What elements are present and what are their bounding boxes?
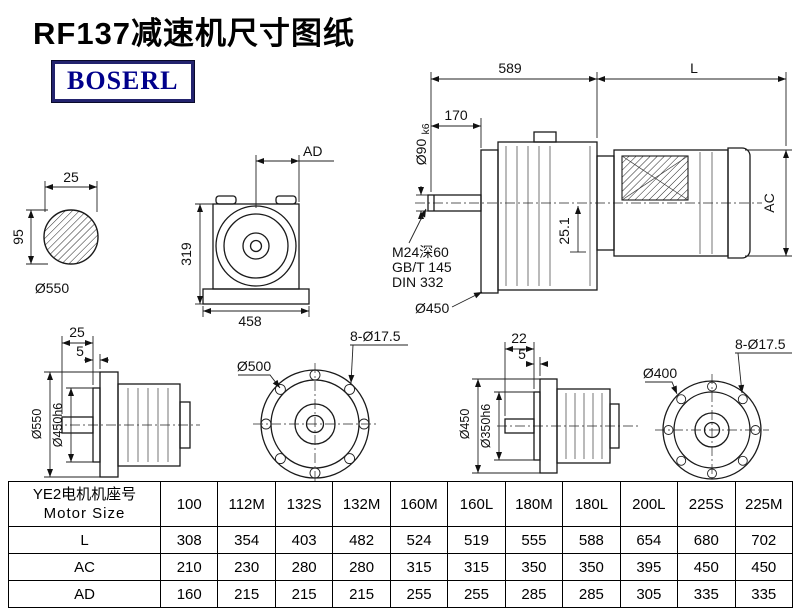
value-cell: 210 xyxy=(159,553,219,581)
dim-spigot-dia-a: Ø450h6 xyxy=(51,403,65,448)
output-side-view-a: 25 5 Ø550 Ø450h6 xyxy=(30,324,200,478)
value-cell: 680 xyxy=(677,526,736,554)
size-cell: 225S xyxy=(677,481,736,527)
size-cell: 180M xyxy=(504,481,564,527)
value-cell: 315 xyxy=(447,553,506,581)
value-cell: 350 xyxy=(562,553,621,581)
size-cell: 100 xyxy=(159,481,219,527)
dim-key-width: 25 xyxy=(63,169,79,185)
reducer-front-view: AD 319 458 xyxy=(178,143,334,329)
technical-drawing-canvas: 25 95 Ø550 AD xyxy=(10,60,792,482)
dim-spigot-dia-b: Ø350h6 xyxy=(479,404,493,449)
dim-holes-b: 8-Ø17.5 xyxy=(735,336,786,352)
value-cell: 354 xyxy=(217,526,276,554)
dim-section-outer-dia: Ø550 xyxy=(35,280,69,296)
value-cell: 230 xyxy=(217,553,276,581)
dim-assembly-flange-dia: Ø450 xyxy=(415,300,449,316)
dim-shaft-fit: k6 xyxy=(420,123,432,134)
shaft-section-view: 25 95 Ø550 xyxy=(10,169,99,296)
dim-shaft-ext-a: 25 xyxy=(69,324,85,340)
row-label: AD xyxy=(8,580,161,608)
flange-view-a: Ø500 8-Ø17.5 xyxy=(237,328,408,482)
dim-holes-a: 8-Ø17.5 xyxy=(350,328,401,344)
size-cell: 200L xyxy=(619,481,679,527)
value-cell: 255 xyxy=(389,580,449,608)
size-cell: 180L xyxy=(562,481,621,527)
dim-reducer-length: 589 xyxy=(498,60,522,76)
table-header-cn: YE2电机机座号 xyxy=(32,486,137,503)
note-std-gbt: GB/T 145 xyxy=(392,259,452,275)
value-cell: 702 xyxy=(734,526,794,554)
value-cell: 215 xyxy=(274,580,334,608)
table-row-ac: AC 210 230 280 280 315 315 350 350 395 4… xyxy=(8,553,794,581)
dim-section-height: 95 xyxy=(10,229,26,245)
size-cell: 160L xyxy=(447,481,506,527)
value-cell: 315 xyxy=(389,553,449,581)
value-cell: 285 xyxy=(562,580,621,608)
dim-front-height: 319 xyxy=(178,242,194,266)
dim-bolt-circle-b: Ø400 xyxy=(643,365,677,381)
value-cell: 403 xyxy=(274,526,334,554)
table-header-row: YE2电机机座号 Motor Size 100 112M 132S 132M 1… xyxy=(8,481,794,527)
dim-front-width: 458 xyxy=(238,313,262,329)
size-cell: 112M xyxy=(217,481,276,527)
dim-ad: AD xyxy=(303,143,322,159)
value-cell: 555 xyxy=(504,526,564,554)
value-cell: 285 xyxy=(504,580,564,608)
brand-logo-text: BOSERL xyxy=(67,66,179,95)
page-title: RF137减速机尺寸图纸 xyxy=(33,16,356,51)
value-cell: 395 xyxy=(619,553,679,581)
row-label: AC xyxy=(8,553,161,581)
table-row-ad: AD 160 215 215 215 255 255 285 285 305 3… xyxy=(8,580,794,608)
value-cell: 305 xyxy=(619,580,679,608)
dim-motor-length: L xyxy=(690,60,698,76)
value-cell: 308 xyxy=(159,526,219,554)
output-side-view-b: 22 5 Ø450 Ø350h6 xyxy=(458,330,640,474)
row-label: L xyxy=(8,526,161,554)
dim-flange-dia-b: Ø450 xyxy=(458,409,472,440)
dimension-table: YE2电机机座号 Motor Size 100 112M 132S 132M 1… xyxy=(8,481,794,608)
dim-shaft-ext-b: 22 xyxy=(511,330,527,346)
dim-bolt-circle-a: Ø500 xyxy=(237,358,271,374)
value-cell: 654 xyxy=(619,526,679,554)
table-header-cell: YE2电机机座号 Motor Size xyxy=(8,481,161,527)
size-cell: 132M xyxy=(332,481,391,527)
value-cell: 588 xyxy=(562,526,621,554)
value-cell: 350 xyxy=(504,553,564,581)
size-cell: 225M xyxy=(734,481,794,527)
value-cell: 280 xyxy=(274,553,334,581)
flange-view-b: Ø400 8-Ø17.5 xyxy=(643,336,792,482)
table-row-l: L 308 354 403 482 524 519 555 588 654 68… xyxy=(8,526,794,554)
shaft-section-circle xyxy=(43,209,99,265)
value-cell: 255 xyxy=(447,580,506,608)
value-cell: 482 xyxy=(332,526,391,554)
note-std-din: DIN 332 xyxy=(392,274,444,290)
note-tap: M24深60 xyxy=(392,244,449,260)
size-cell: 160M xyxy=(389,481,449,527)
dim-spigot-depth-b: 5 xyxy=(518,346,526,362)
dim-spigot-depth-a: 5 xyxy=(76,343,84,359)
dim-flange-dia-a: Ø550 xyxy=(30,409,44,440)
table-header-en: Motor Size xyxy=(43,505,126,522)
assembly-side-view: 589 L 170 Ø90 k6 25.1 AC M24深60 xyxy=(392,60,792,316)
dim-shaft-length: 170 xyxy=(444,107,468,123)
value-cell: 215 xyxy=(217,580,276,608)
value-cell: 280 xyxy=(332,553,391,581)
dim-shaft-dia: Ø90 xyxy=(413,139,429,166)
value-cell: 160 xyxy=(159,580,219,608)
dim-motor-dia: AC xyxy=(761,193,777,212)
value-cell: 519 xyxy=(447,526,506,554)
value-cell: 524 xyxy=(389,526,449,554)
dim-key-height: 25.1 xyxy=(556,217,572,244)
value-cell: 335 xyxy=(734,580,794,608)
value-cell: 450 xyxy=(677,553,736,581)
value-cell: 335 xyxy=(677,580,736,608)
size-cell: 132S xyxy=(274,481,334,527)
value-cell: 450 xyxy=(734,553,794,581)
brand-logo: BOSERL xyxy=(52,61,194,102)
value-cell: 215 xyxy=(332,580,391,608)
